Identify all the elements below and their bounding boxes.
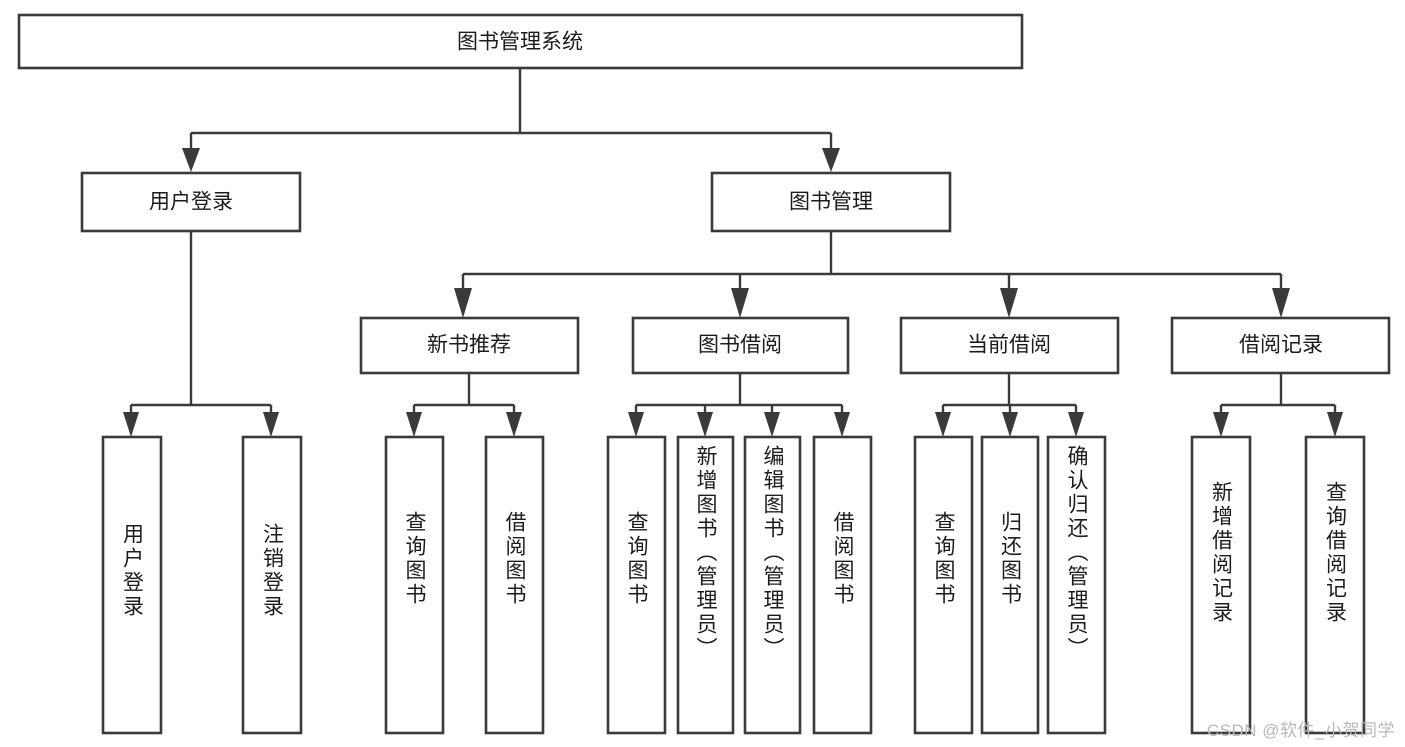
leaf-box-book-borrow-4[interactable] <box>812 435 873 735</box>
arrow-head-leaf-br-2 <box>1327 412 1343 437</box>
node-root-system-label: 图书管理系统 <box>457 31 583 54</box>
arrow-head-leaf-user-login-2 <box>263 412 279 437</box>
node-book-management-label: 图书管理 <box>789 191 873 214</box>
arrow-head-leaf-bb-1 <box>628 412 644 437</box>
arrow-head-leaf-cb-3 <box>1068 412 1084 437</box>
arrow-head-user-login <box>182 148 200 172</box>
node-borrow-record-box[interactable] <box>1170 316 1391 375</box>
node-current-borrow[interactable]: 当前借阅 <box>899 316 1120 375</box>
node-root-system-box[interactable] <box>17 13 1024 70</box>
node-user-login[interactable]: 用户登录 <box>80 171 302 233</box>
leaf-box-borrow-record-1[interactable] <box>1190 435 1252 735</box>
node-user-login-label: 用户登录 <box>149 191 233 214</box>
leaf-box-user-login-2[interactable] <box>241 435 303 735</box>
node-user-login-box[interactable] <box>80 171 302 233</box>
arrow-head-leaf-bb-3 <box>764 412 780 437</box>
node-new-book-recommend[interactable]: 新书推荐 <box>359 316 580 375</box>
node-new-book-recommend-box[interactable] <box>359 316 580 375</box>
node-current-borrow-label: 当前借阅 <box>967 334 1051 357</box>
arrow-head-current-borrow <box>1000 288 1018 318</box>
leaf-box-user-login-1[interactable] <box>101 435 163 735</box>
arrow-head-leaf-nb-1 <box>406 412 422 437</box>
leaf-box-book-borrow-2[interactable] <box>676 435 735 735</box>
arrow-head-leaf-user-login-1 <box>123 412 139 437</box>
leaf-box-borrow-record-2[interactable] <box>1304 435 1366 735</box>
leaf-box-current-borrow-1[interactable] <box>913 435 974 735</box>
leaf-box-book-borrow-1[interactable] <box>606 435 667 735</box>
arrow-head-leaf-br-1 <box>1213 412 1229 437</box>
arrow-head-leaf-cb-1 <box>935 412 951 437</box>
connector-layer <box>123 68 1343 437</box>
leaf-box-new-book-1[interactable] <box>384 435 445 735</box>
node-root-system[interactable]: 图书管理系统 <box>17 13 1024 70</box>
arrow-head-leaf-bb-4 <box>834 412 850 437</box>
leaf-box-book-borrow-3[interactable] <box>743 435 802 735</box>
arrow-head-borrow-record <box>1272 288 1290 318</box>
node-book-management[interactable]: 图书管理 <box>710 171 952 233</box>
node-book-borrow[interactable]: 图书借阅 <box>631 316 850 375</box>
arrow-head-leaf-bb-2 <box>697 412 713 437</box>
node-book-borrow-label: 图书借阅 <box>698 334 782 357</box>
node-new-book-recommend-label: 新书推荐 <box>427 334 511 357</box>
arrow-head-book-borrow <box>731 288 749 318</box>
node-book-borrow-box[interactable] <box>631 316 850 375</box>
leaf-box-current-borrow-2[interactable] <box>980 435 1040 735</box>
arrow-head-leaf-nb-2 <box>506 412 522 437</box>
node-current-borrow-box[interactable] <box>899 316 1120 375</box>
node-book-management-box[interactable] <box>710 171 952 233</box>
arrow-head-new-book <box>454 288 472 318</box>
node-borrow-record-label: 借阅记录 <box>1239 334 1323 357</box>
leaf-box-current-borrow-3[interactable] <box>1046 435 1107 735</box>
node-borrow-record[interactable]: 借阅记录 <box>1170 316 1391 375</box>
leaf-box-new-book-2[interactable] <box>484 435 545 735</box>
arrow-head-leaf-cb-2 <box>1002 412 1018 437</box>
arrow-head-book-mgmt <box>822 148 840 172</box>
